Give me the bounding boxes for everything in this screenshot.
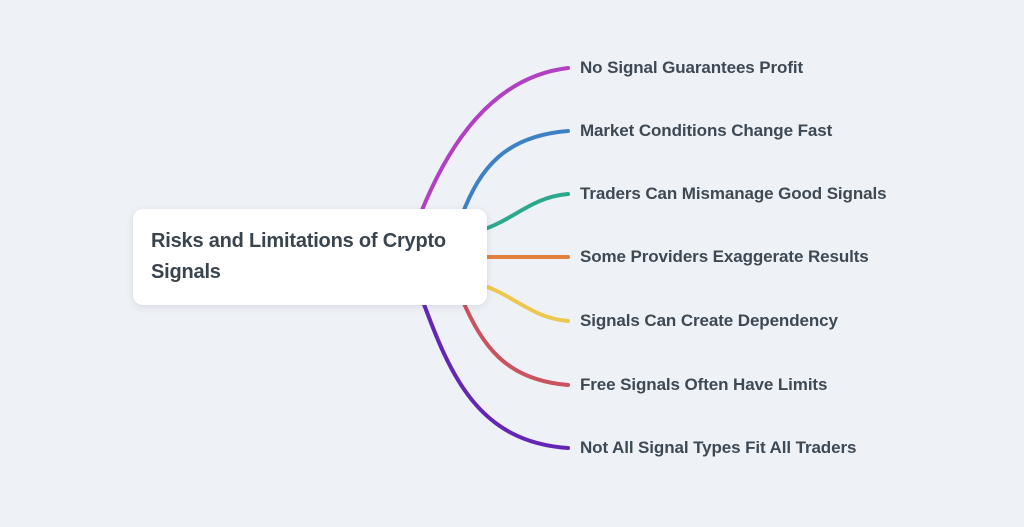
branch-label-traders-can-mismanage-good-signals: Traders Can Mismanage Good Signals — [580, 184, 887, 203]
mindmap-root-node: Risks and Limitations of Crypto Signals — [133, 209, 487, 305]
branch-label-no-signal-guarantees-profit: No Signal Guarantees Profit — [580, 58, 804, 77]
branch-curve-free-signals-often-have-limits — [460, 297, 570, 387]
branch-curve-signals-can-create-dependency — [480, 283, 570, 323]
branch-curve-traders-can-mismanage-good-signals — [480, 192, 570, 232]
branch-curve-no-signal-guarantees-profit — [418, 66, 570, 217]
branch-curve-not-all-signal-types-fit-all-traders — [420, 297, 570, 450]
branch-label-signals-can-create-dependency: Signals Can Create Dependency — [580, 311, 838, 330]
branch-curve-market-conditions-change-fast — [460, 129, 570, 217]
branch-label-market-conditions-change-fast: Market Conditions Change Fast — [580, 121, 833, 140]
root-node-label: Risks and Limitations of Crypto Signals — [151, 230, 446, 283]
branch-label-some-providers-exaggerate-results: Some Providers Exaggerate Results — [580, 247, 869, 266]
branch-label-free-signals-often-have-limits: Free Signals Often Have Limits — [580, 375, 828, 394]
branch-label-not-all-signal-types-fit-all-traders: Not All Signal Types Fit All Traders — [580, 438, 857, 457]
